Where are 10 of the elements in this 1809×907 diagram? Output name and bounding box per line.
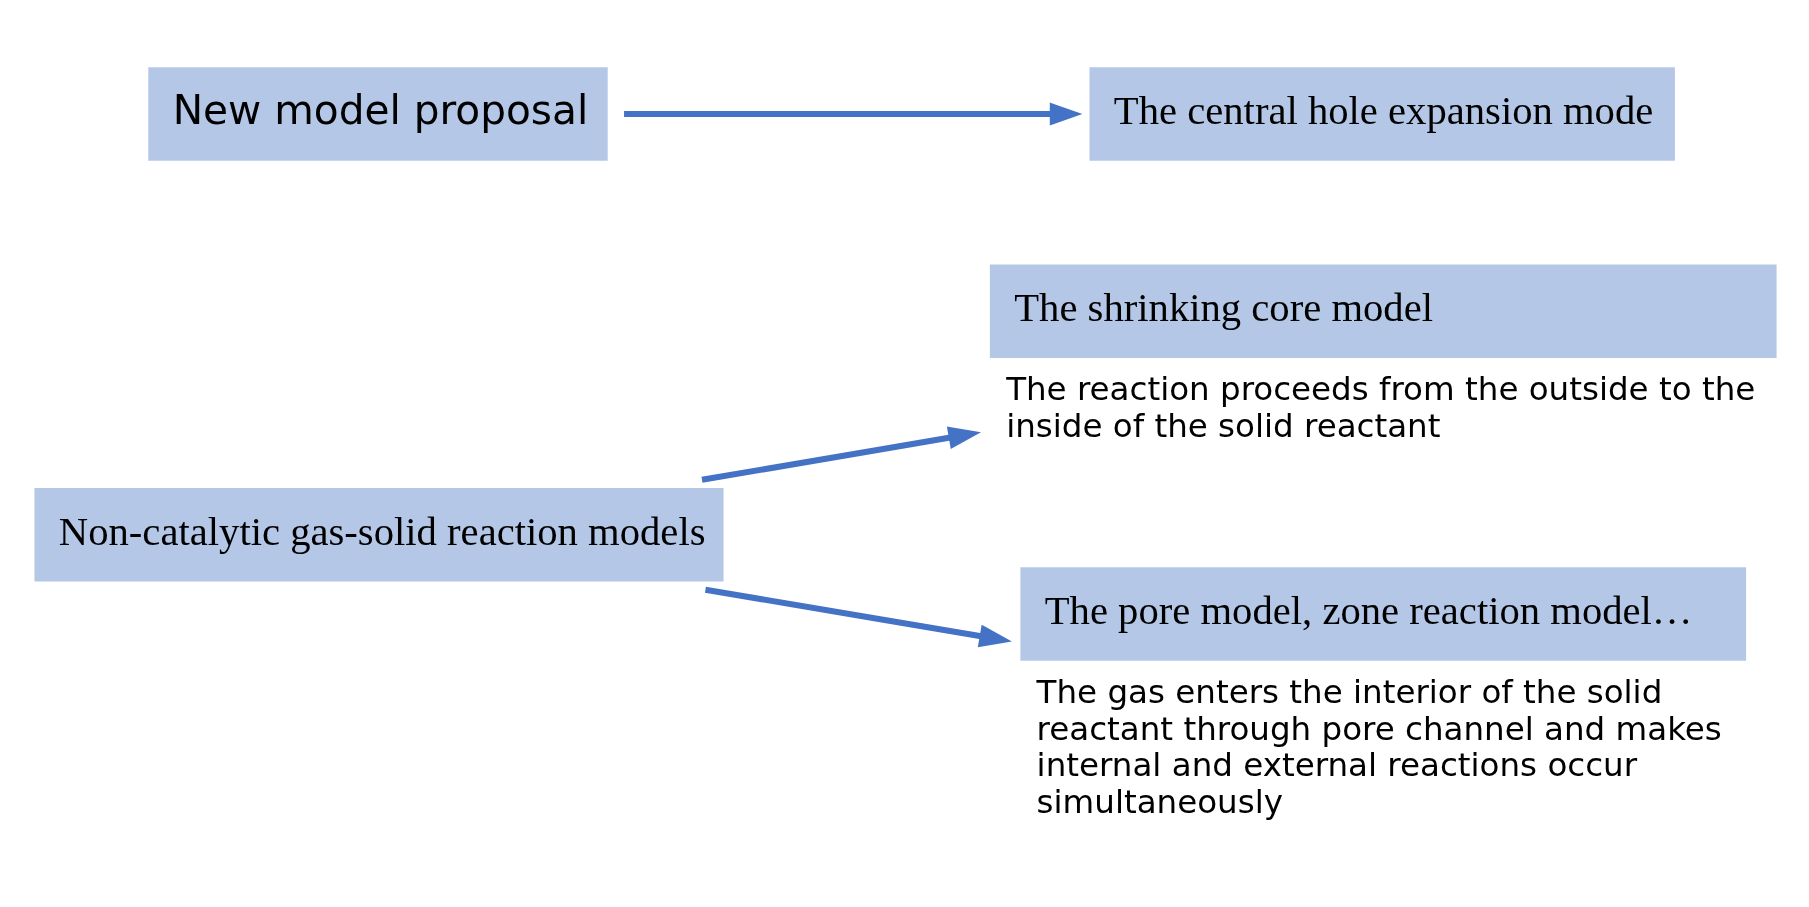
node-box: The shrinking core model — [989, 264, 1777, 358]
arrow — [624, 102, 1083, 126]
node-box: New model proposal — [148, 67, 608, 161]
node-label: The gas enters the interior of the solid reactant through pore channel and makes internal and external reactions occur simultaneously — [1036, 673, 1722, 821]
arrow — [704, 586, 1012, 648]
node-box: The pore model, zone reaction model… — [1020, 567, 1747, 661]
arrow — [701, 426, 981, 483]
node-label: The reaction proceeds from the outside to the inside of the solid reactant — [1006, 370, 1756, 445]
node-box: The central hole expansion mode — [1089, 67, 1675, 161]
node-box: Non-catalytic gas-solid reaction models — [34, 488, 724, 582]
